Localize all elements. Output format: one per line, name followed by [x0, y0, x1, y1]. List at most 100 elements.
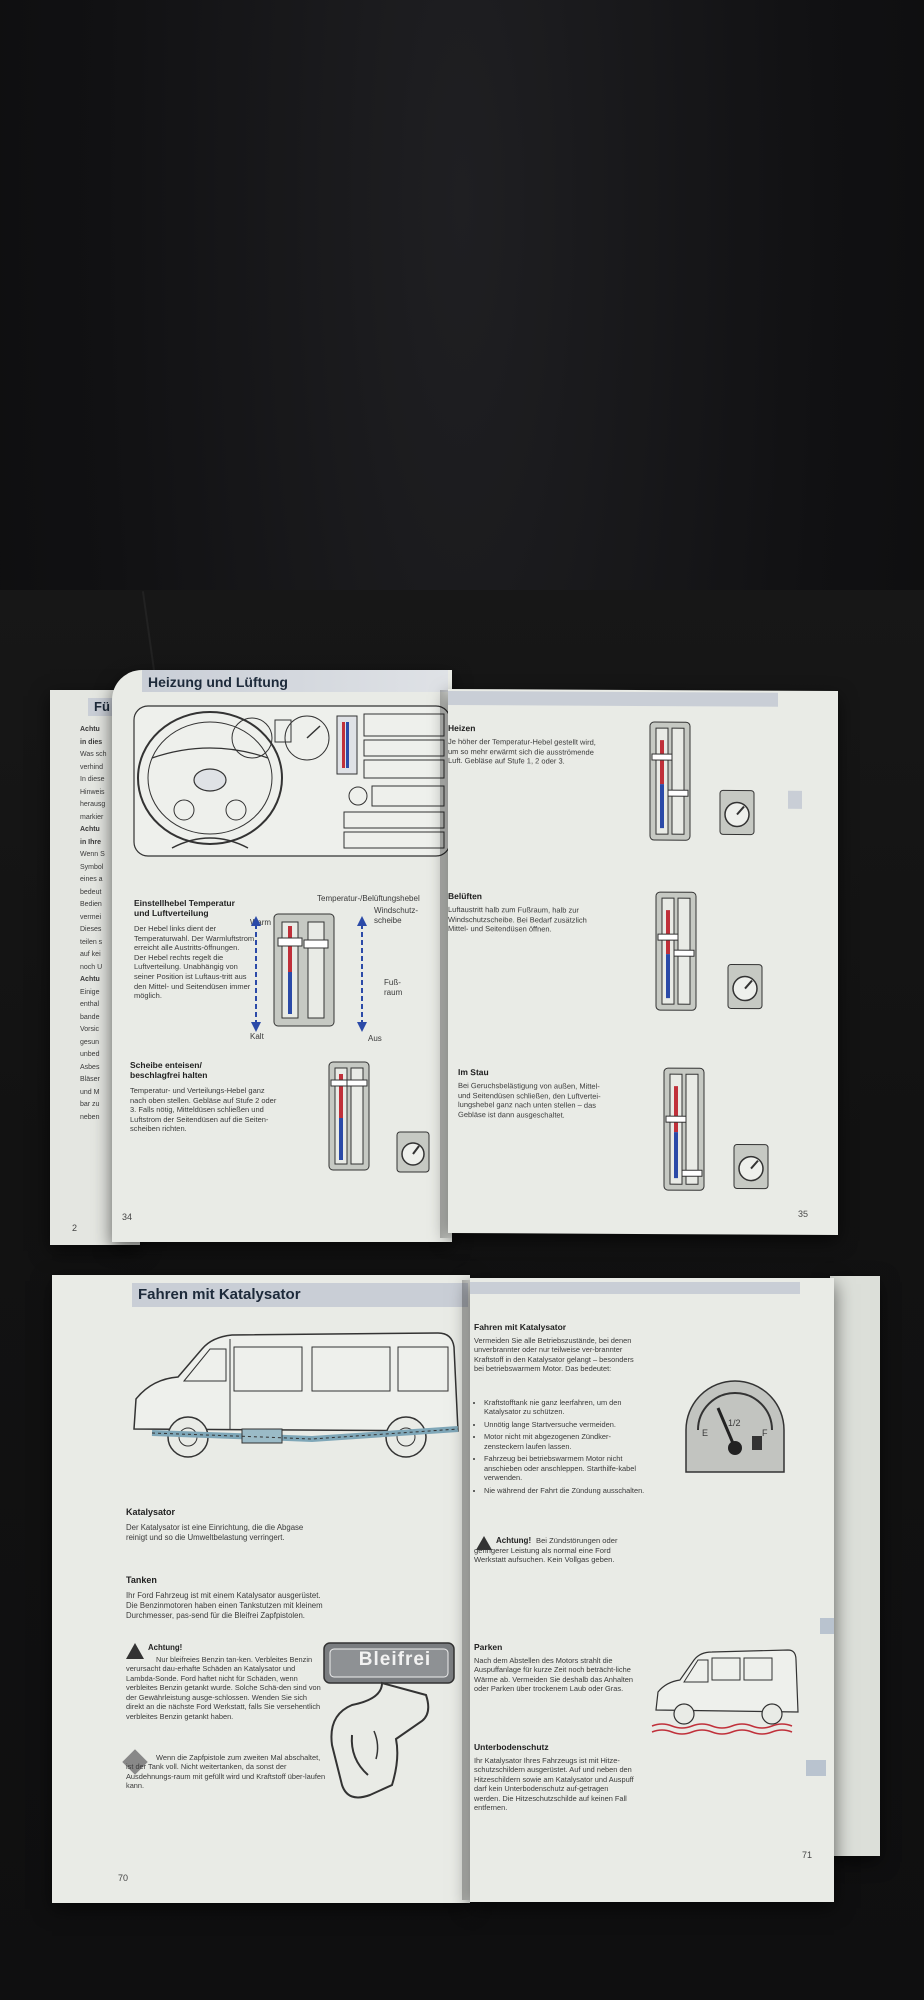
page-edge-tab-2: [806, 1760, 826, 1776]
back-page-line: teilen s: [80, 938, 103, 946]
back-page-line: noch U: [80, 963, 103, 971]
text-parken: Nach dem Abstellen des Motors strahlt di…: [474, 1656, 633, 1694]
label-windschutzscheibe: Windschutz- scheibe: [374, 906, 419, 926]
list-item: Kraftstofftank nie ganz leerfahren, um d…: [484, 1398, 646, 1417]
back-page-line: unbed: [80, 1051, 100, 1058]
back-page-line: eines a: [80, 876, 103, 883]
back-page-line: in dies: [80, 738, 103, 746]
back-page-line: Dieses: [80, 926, 102, 933]
page-title-heizung: Heizung und Lüftung: [142, 670, 448, 692]
text-intro-katalysator: Vermeiden Sie alle Betriebszustände, bei…: [474, 1336, 634, 1374]
back-page-line: Achtu: [80, 826, 100, 833]
back-page-line: und M: [80, 1088, 100, 1096]
back-page-line: Hinweis: [80, 788, 105, 796]
section-text-scheibe-enteisen: Temperatur- und Verteilungs-Hebel ganz n…: [130, 1086, 277, 1134]
temperature-distribution-slider-diagram: [251, 913, 367, 1032]
text-unterbodenschutz: Ihr Katalysator Ihres Fahrzeugs ist mit …: [474, 1756, 634, 1813]
slider-diagram-im-stau: [663, 1067, 769, 1191]
label-kalt: Kalt: [250, 1032, 264, 1041]
parked-van-illustration: [651, 1649, 799, 1735]
back-page-line: Vorsic: [80, 1026, 100, 1033]
page-number-34: 34: [122, 1212, 133, 1222]
heading-heizen: Heizen: [448, 722, 476, 734]
list-item: Nie während der Fahrt die Zündung aussch…: [484, 1486, 646, 1495]
page-71: Fahren mit Katalysator Vermeiden Sie all…: [470, 1278, 834, 1902]
section-heading-einstellhebel: Einstellhebel Temperatur und Luftverteil…: [134, 898, 235, 919]
heading-im-stau: Im Stau: [458, 1067, 489, 1078]
back-page-line: bande: [80, 1013, 100, 1021]
fuel-nozzle-illustration: [323, 1642, 455, 1799]
page-70: Fahren mit Katalysator Katalysator Der K…: [52, 1275, 470, 1903]
section-heading-scheibe-enteisen: Scheibe enteisen/ beschlagfrei halten: [130, 1060, 208, 1081]
list-item: Unnötig lange Startversuche vermeiden.: [484, 1420, 646, 1429]
warning-label-right: Achtung!: [496, 1536, 532, 1545]
back-page-line: Einige: [80, 988, 100, 996]
back-page-line: Achtu: [80, 976, 100, 983]
heading-unterbodenschutz: Unterbodenschutz: [474, 1742, 549, 1752]
back-page-line: Bläser: [80, 1076, 100, 1083]
page-number-35: 35: [798, 1208, 809, 1219]
note-text-tanken: Wenn die Zapfpistole zum zweiten Mal abs…: [126, 1753, 326, 1791]
label-warm: Warm: [250, 918, 272, 927]
page-title-fahren-mit-katalysator: Fahren mit Katalysator: [132, 1283, 468, 1307]
page-number-2: 2: [72, 1223, 78, 1233]
back-page-line: bedeut: [80, 888, 102, 896]
warning-text-tanken: Nur bleifreies Benzin tan-ken. Verbleite…: [126, 1655, 321, 1721]
back-page-line: Asbes: [80, 1063, 100, 1071]
slider-diagram-heizen: [649, 721, 755, 841]
back-page-line: enthal: [80, 1001, 100, 1008]
page-number-71: 71: [802, 1850, 813, 1860]
page-71-header-band: [470, 1282, 800, 1294]
warning-icon: [126, 1643, 144, 1659]
warning-icon-right: [476, 1536, 492, 1550]
back-page-line: bar zu: [80, 1101, 100, 1108]
back-page-line: Was sch: [80, 751, 107, 758]
list-item: Fahrzeug bei betriebswarmem Motor nicht …: [484, 1454, 646, 1482]
bottom-book-page-stack: [830, 1276, 880, 1856]
page-35: Heizen Je höher der Temperatur-Hebel ges…: [448, 688, 838, 1236]
page-35-header-band: [448, 690, 778, 707]
heading-katalysator: Katalysator: [126, 1507, 176, 1517]
back-page-line: markier: [80, 813, 104, 821]
van-exhaust-illustration: [133, 1332, 459, 1458]
slider-label-top: Temperatur-/Belüftungshebel: [317, 894, 420, 903]
heading-parken: Parken: [474, 1642, 503, 1652]
dashboard-illustration: [133, 705, 451, 857]
back-page-line: in Ihre: [80, 838, 102, 846]
back-page-line: herausg: [80, 801, 106, 808]
defrost-slider-diagram: [328, 1061, 430, 1173]
slider-diagram-belueften: [655, 891, 763, 1011]
warning-text-right: Bei Zündstörungen oder geringerer Leistu…: [474, 1536, 618, 1565]
text-heizen: Je höher der Temperatur-Hebel gestellt w…: [448, 736, 596, 766]
page-34: Heizung und Lüftung Temperatur-/Belüftun…: [112, 670, 452, 1242]
page-number-70: 70: [118, 1873, 129, 1883]
back-page-line: In diese: [80, 776, 105, 783]
warning-label-tanken: Achtung!: [148, 1643, 183, 1652]
label-aus: Aus: [368, 1034, 382, 1043]
section-text-einstellhebel: Der Hebel links dient der Temperaturwahl…: [134, 924, 255, 1001]
back-page-line: auf kei: [80, 951, 101, 958]
back-page-line: verhind: [80, 763, 103, 771]
back-page-line: vermei: [80, 913, 102, 921]
page-edge-tab-1: [820, 1618, 834, 1634]
fuel-gauge-illustration: [685, 1380, 785, 1473]
text-katalysator: Der Katalysator ist eine Einrichtung, di…: [126, 1523, 304, 1542]
back-page-line: Achtu: [80, 726, 100, 733]
text-belueften: Luftaustritt halb zum Fußraum, halb zur …: [448, 904, 587, 934]
heading-tanken: Tanken: [126, 1575, 157, 1585]
back-page-line: neben: [80, 1113, 100, 1121]
nozzle-label-bleifrei: Bleifrei: [358, 1649, 432, 1670]
back-page-line: gesun: [80, 1038, 100, 1046]
back-page-line: Bedien: [80, 901, 102, 908]
page-edge-tab: [788, 790, 802, 809]
bullet-list-katalysator: Kraftstofftank nie ganz leerfahren, um d…: [474, 1398, 646, 1498]
gauge-label-e: E: [702, 1428, 709, 1438]
back-page-line: Symbol: [80, 863, 104, 871]
gauge-label-half: 1/2: [728, 1418, 741, 1428]
text-tanken: Ihr Ford Fahrzeug ist mit einem Katalysa…: [126, 1591, 323, 1620]
heading-fahren-mit-katalysator: Fahren mit Katalysator: [474, 1322, 567, 1332]
label-fussraum: Fuß- raum: [384, 978, 403, 998]
back-page-line: Wenn S: [80, 851, 105, 858]
list-item: Motor nicht mit abgezogenen Zündker-zens…: [484, 1432, 646, 1451]
